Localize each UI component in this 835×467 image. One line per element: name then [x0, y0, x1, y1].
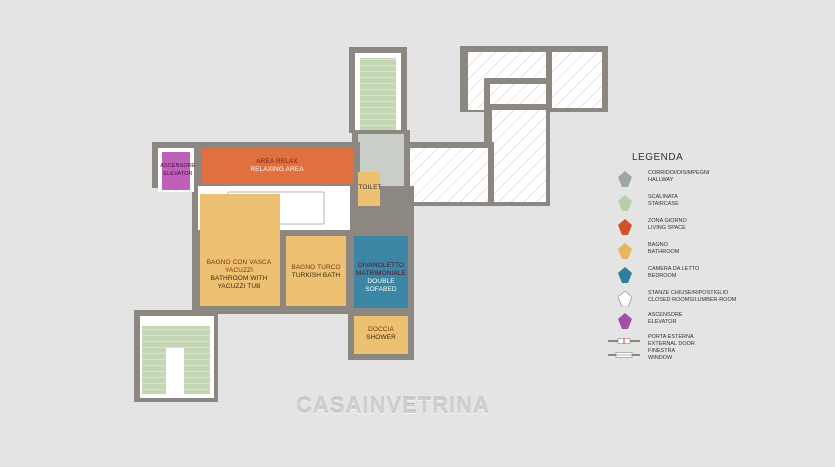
turkish-bath-label-en: TURKISH BATH — [291, 272, 341, 279]
relax-area — [202, 148, 354, 184]
closed-rooms-block — [402, 46, 608, 206]
watermark: CASAINVETRINA — [296, 393, 490, 418]
elevator-label-it: ASCENSORE — [160, 163, 196, 169]
shower-label: DOCCIA SHOWER — [354, 326, 408, 342]
shower-room — [354, 316, 408, 354]
relax-label: AREA RELAX RELAXING AREA — [222, 158, 332, 174]
closed-rooms-swatch-icon — [618, 291, 632, 307]
bathroom-tub-room — [200, 194, 280, 306]
relax-label-it: AREA RELAX — [256, 158, 298, 165]
shower-label-it: DOCCIA — [368, 326, 394, 333]
hallway-swatch-icon — [618, 171, 632, 187]
relax-label-en: RELAXING AREA — [250, 166, 304, 173]
living-swatch-icon — [618, 219, 632, 235]
elevator-swatch-icon — [618, 313, 632, 329]
staircase-bottom — [134, 310, 218, 402]
turkish-bath-room — [286, 236, 346, 306]
external-door-icon — [608, 338, 640, 344]
staircase-swatch-icon — [618, 195, 632, 211]
toilet-label-it: TOILET — [358, 184, 382, 191]
toilet-room — [358, 172, 380, 206]
staircase-top — [349, 47, 407, 133]
turkish-bath-label-it: BAGNO TURCO — [291, 264, 341, 271]
legend-title: LEGENDA — [632, 152, 684, 163]
sofabed-room — [354, 236, 408, 308]
bedroom-swatch-icon — [618, 267, 632, 283]
window-icon — [608, 352, 640, 358]
elevator-label-en: ELEVATOR — [163, 171, 193, 177]
shower-label-en: SHOWER — [366, 334, 396, 341]
bathroom-tub-label-it: BAGNO CON VASCA YACUZZI — [206, 259, 272, 274]
sofabed-label-en: DOUBLE SOFABED — [365, 278, 397, 293]
bathroom-tub-label: BAGNO CON VASCA YACUZZI BATHROOM WITH YA… — [200, 259, 278, 291]
sofabed-label-it: DIVANOLETTO MATRIMONIALE — [355, 262, 407, 277]
turkish-bath-label: BAGNO TURCO TURKISH BATH — [286, 264, 346, 280]
elevator-room — [158, 148, 194, 192]
sofabed-label: DIVANOLETTO MATRIMONIALE DOUBLE SOFABED — [354, 262, 408, 294]
toilet-label: TOILET — [356, 184, 384, 192]
bathroom-tub-label-en: BATHROOM WITH YACUZZI TUB — [210, 275, 268, 290]
elevator-label: ASCENSORE ELEVATOR — [158, 162, 198, 178]
bathroom-swatch-icon — [618, 243, 632, 259]
